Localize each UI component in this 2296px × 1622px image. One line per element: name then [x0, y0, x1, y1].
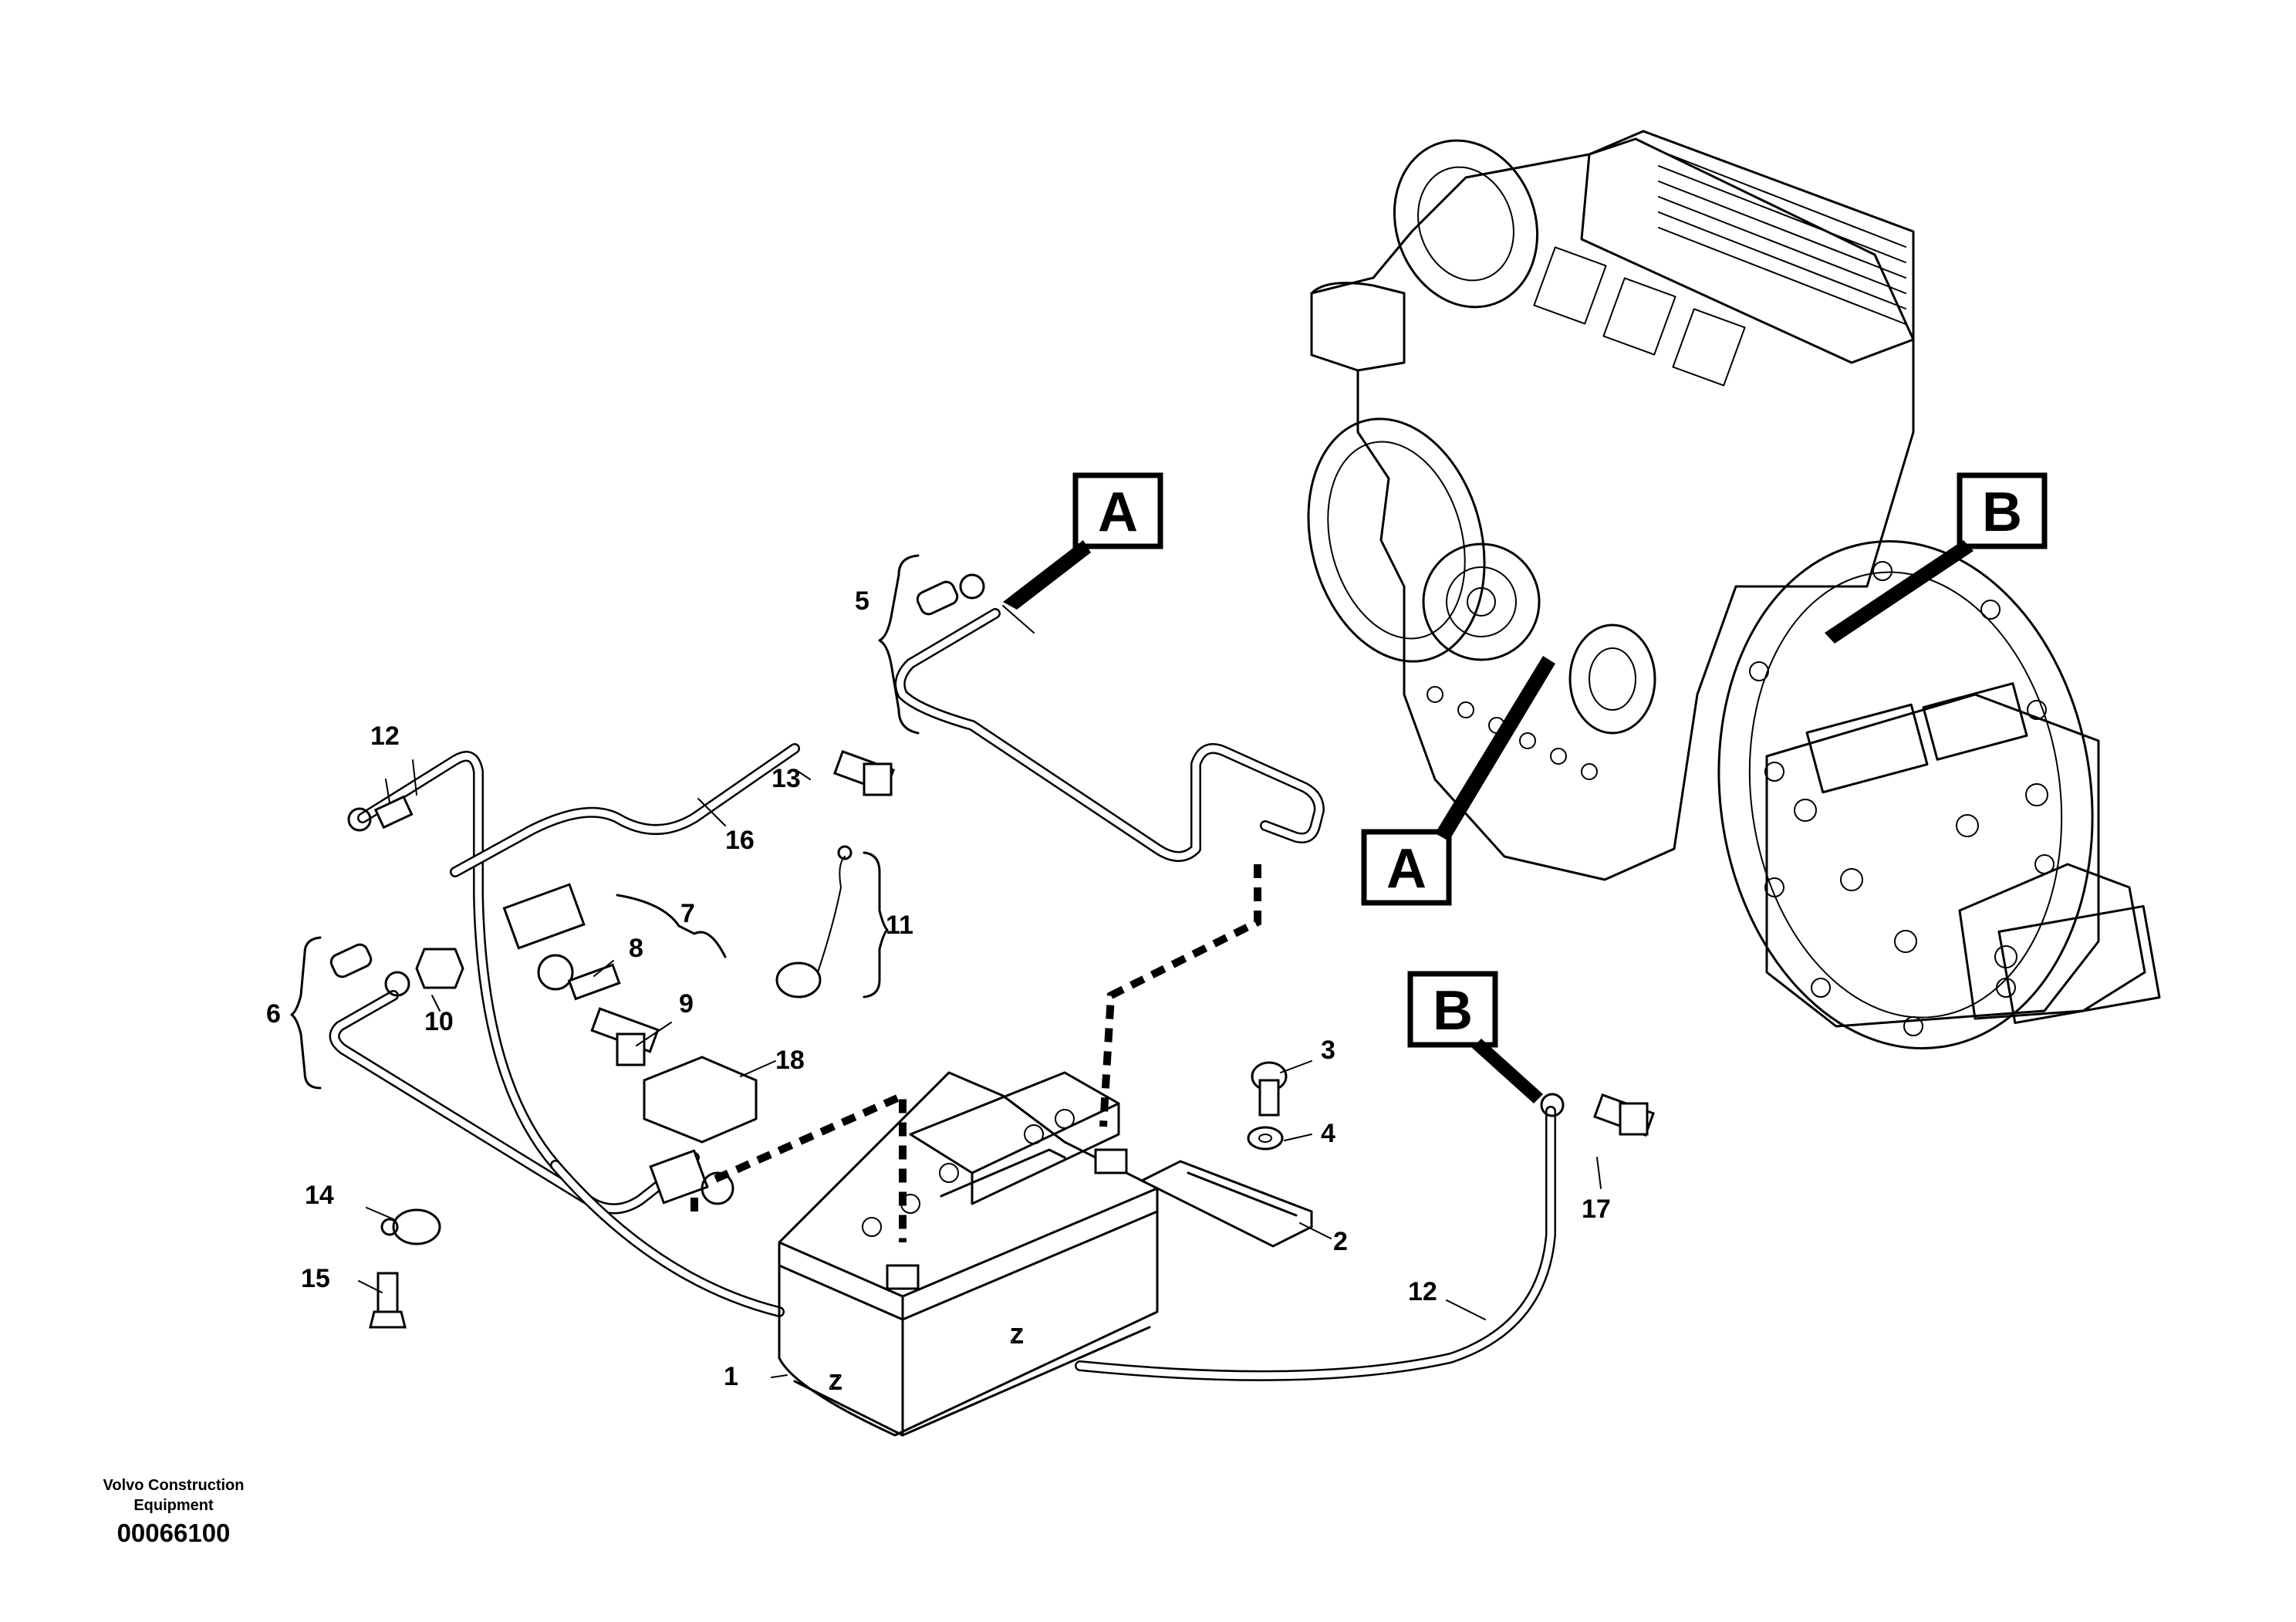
callout-4: 4 — [1321, 1119, 1335, 1148]
reference-b-engine-label: B — [1982, 482, 2022, 543]
footer-org-line2: Equipment — [133, 1497, 214, 1514]
small-parts — [329, 573, 1655, 1329]
footer-organization: Volvo Construction Equipment — [69, 1475, 278, 1516]
callout-16: 16 — [725, 826, 755, 855]
braces — [290, 554, 920, 1090]
callout-labels: 1 2 3 4 5 6 7 8 9 10 11 12 12 13 14 15 1… — [266, 586, 1611, 1391]
leader-lines — [358, 759, 1602, 1378]
callout-8: 8 — [629, 934, 643, 963]
reference-b-cable: B — [1407, 971, 1543, 1103]
cables — [329, 608, 1556, 1381]
callout-2: 2 — [1333, 1227, 1348, 1256]
footer-org-line1: Volvo Construction — [103, 1477, 245, 1494]
svg-text:Z: Z — [1011, 1324, 1023, 1347]
reference-a-engine-label: A — [1386, 838, 1427, 900]
callout-13: 13 — [772, 764, 801, 793]
callout-11: 11 — [886, 911, 913, 940]
reference-a-engine: A — [1361, 656, 1555, 906]
svg-text:Z: Z — [829, 1370, 842, 1394]
callout-6: 6 — [266, 999, 281, 1029]
callout-9: 9 — [679, 989, 694, 1019]
callout-17: 17 — [1582, 1195, 1611, 1224]
callout-10: 10 — [424, 1007, 454, 1036]
callout-7: 7 — [680, 899, 695, 928]
callout-14: 14 — [305, 1181, 334, 1210]
callout-15: 15 — [301, 1264, 330, 1293]
reference-b-engine: B — [1825, 472, 2048, 644]
callout-5: 5 — [855, 586, 869, 616]
reference-b-cable-label: B — [1433, 980, 1473, 1042]
callout-12-lower: 12 — [1408, 1277, 1437, 1306]
callout-1: 1 — [724, 1362, 738, 1391]
engine-assembly — [1307, 130, 2161, 1049]
callout-18: 18 — [775, 1046, 805, 1075]
reference-a-top: A — [1002, 472, 1163, 634]
callout-12-upper: 12 — [370, 721, 400, 751]
battery: Z Z — [778, 1071, 1159, 1437]
callout-3: 3 — [1321, 1036, 1335, 1065]
document-number: 00066100 — [116, 1519, 231, 1547]
reference-a-top-label: A — [1098, 482, 1138, 543]
